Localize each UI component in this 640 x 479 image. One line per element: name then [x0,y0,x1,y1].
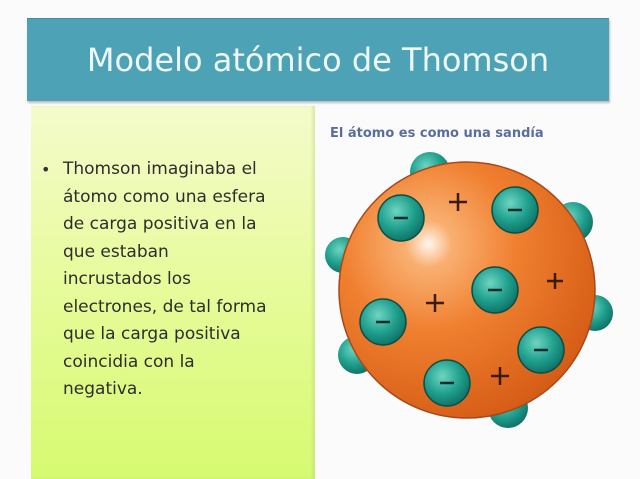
text-panel: • Thomson imaginaba el átomo como una es… [31,106,315,479]
thomson-atom-illustration [325,152,613,428]
plus-signs [426,193,563,385]
bullet-text: Thomson imaginaba el átomo como una esfe… [63,156,267,404]
text-line: negativa. [63,379,143,399]
text-line: que estaban [63,241,169,262]
bullet-list: • Thomson imaginaba el átomo como una es… [41,156,313,404]
title-banner: Modelo atómico de Thomson [27,18,609,101]
text-line: Thomson imaginaba el [63,159,257,179]
text-line: incrustados los [63,269,191,289]
text-line: electrones, de tal forma [63,296,267,317]
figure-caption: El átomo es como una sandía [330,126,544,141]
bullet-icon: • [41,160,51,179]
text-line: átomo como una esfera [63,186,266,207]
text-line: de carga positiva en la [63,214,257,234]
slide-title: Modelo atómico de Thomson [86,41,550,79]
text-line: coincidia con la [63,351,195,372]
minus-signs [376,208,548,385]
bullet-item: • Thomson imaginaba el átomo como una es… [41,156,313,404]
electrons [359,186,565,407]
text-line: que la carga positiva [63,324,241,344]
